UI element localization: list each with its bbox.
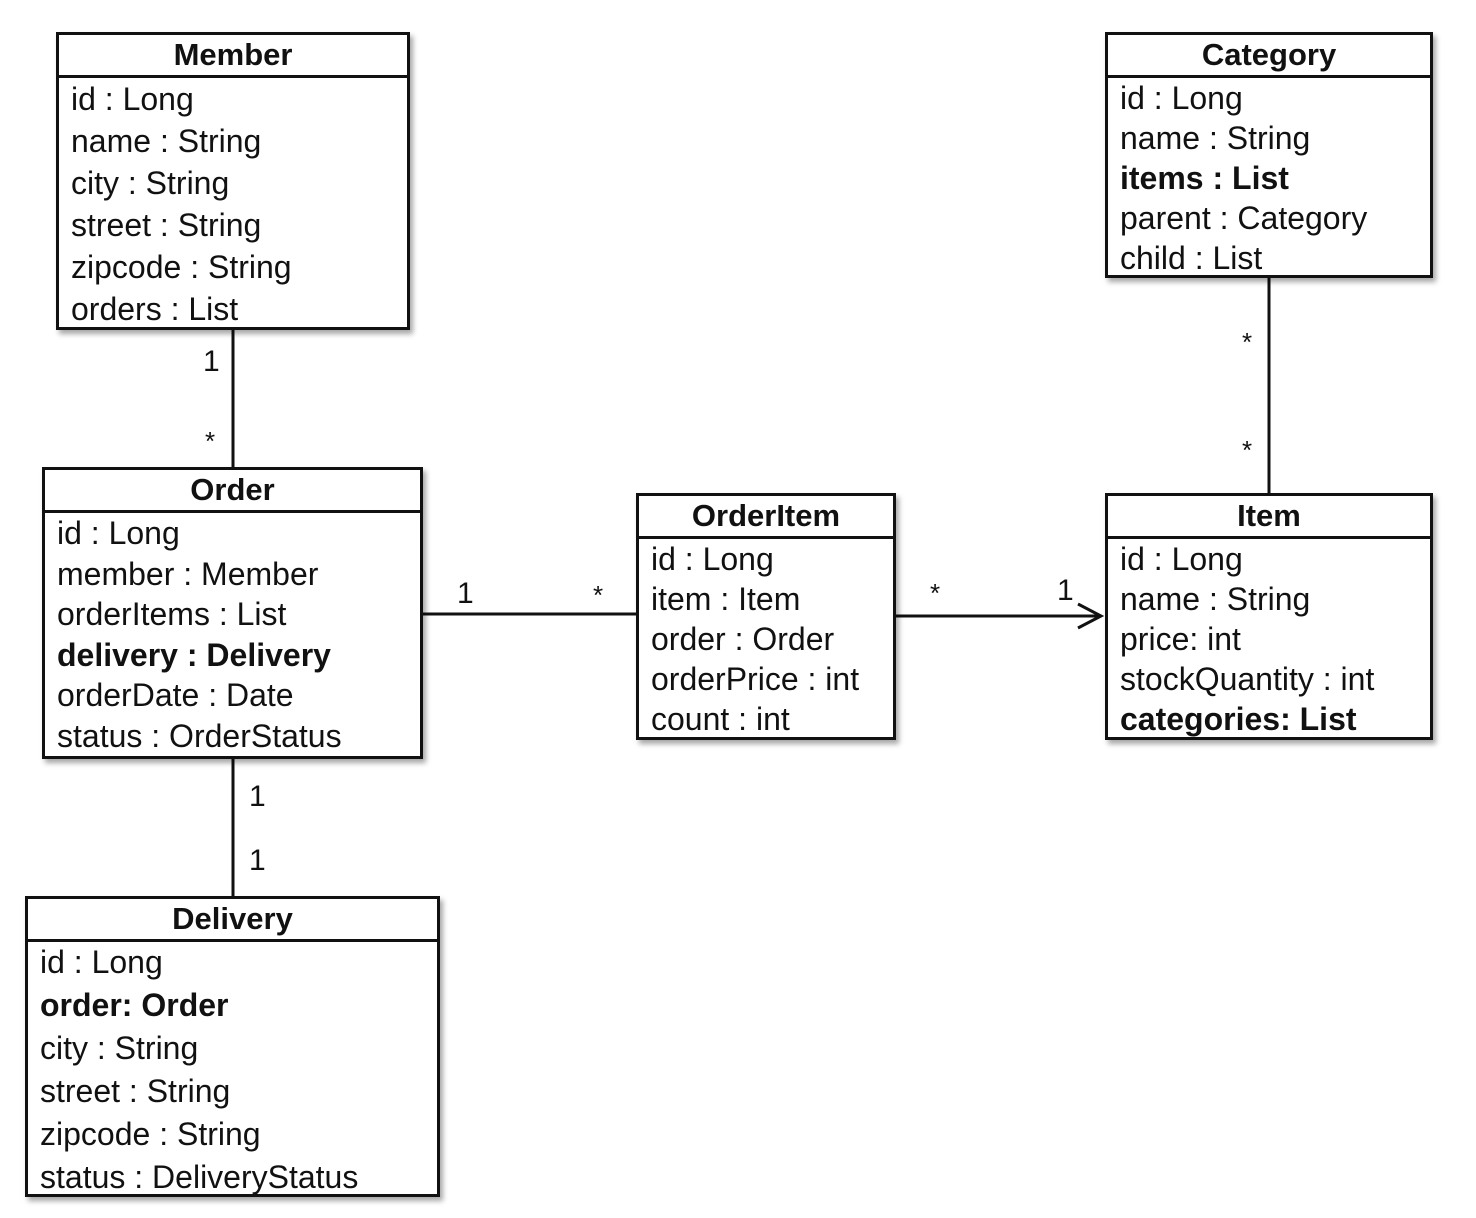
- order-orderitem-orderitem-multiplicity: *: [593, 580, 604, 610]
- attribute: child : List: [1120, 240, 1263, 276]
- attribute: id : Long: [57, 515, 180, 551]
- attribute-list: id : Long order: Order city : String str…: [28, 942, 437, 1204]
- attribute: status : OrderStatus: [57, 717, 342, 754]
- attribute: status : DeliveryStatus: [40, 1159, 359, 1195]
- attribute: zipcode : String: [71, 249, 292, 285]
- attribute: orderDate : Date: [57, 677, 294, 713]
- attribute-list: id : Long member : Member orderItems : L…: [45, 513, 420, 760]
- attribute: stockQuantity : int: [1120, 661, 1375, 697]
- entity-orderitem: OrderItem id : Long item : Item order : …: [636, 493, 896, 740]
- entity-item: Item id : Long name : String price: int …: [1105, 493, 1433, 740]
- attribute-list: id : Long name : String price: int stock…: [1108, 539, 1430, 743]
- attribute-list: id : Long name : String items : List par…: [1108, 78, 1430, 282]
- attribute: name : String: [1120, 120, 1311, 156]
- entity-category: Category id : Long name : String items :…: [1105, 32, 1433, 278]
- entity-delivery: Delivery id : Long order: Order city : S…: [25, 896, 440, 1197]
- order-delivery-order-multiplicity: 1: [249, 780, 266, 813]
- attribute: items : List: [1120, 160, 1289, 196]
- attribute: categories: List: [1120, 701, 1357, 737]
- attribute: order: Order: [40, 987, 229, 1023]
- attribute: city : String: [40, 1030, 199, 1066]
- attribute: count : int: [651, 701, 790, 737]
- attribute: price: int: [1120, 621, 1241, 657]
- category-item-category-multiplicity: *: [1242, 327, 1253, 357]
- attribute: id : Long: [1120, 541, 1243, 577]
- entity-member: Member id : Long name : String city : St…: [56, 32, 410, 330]
- attribute: name : String: [71, 123, 262, 159]
- attribute: id : Long: [40, 944, 163, 980]
- attribute: order : Order: [651, 621, 835, 657]
- entity-title: OrderItem: [639, 496, 893, 539]
- attribute: name : String: [1120, 581, 1311, 617]
- entity-title: Category: [1108, 35, 1430, 78]
- member-order-order-multiplicity: *: [205, 426, 216, 456]
- attribute: orderPrice : int: [651, 661, 860, 697]
- entity-title: Delivery: [28, 899, 437, 942]
- member-order-member-multiplicity: 1: [203, 345, 220, 378]
- orderitem-item-orderitem-multiplicity: *: [930, 578, 941, 608]
- attribute: item : Item: [651, 581, 801, 617]
- entity-title: Item: [1108, 496, 1430, 539]
- attribute: id : Long: [651, 541, 774, 577]
- attribute: zipcode : String: [40, 1116, 261, 1152]
- attribute: member : Member: [57, 555, 319, 592]
- attribute: delivery : Delivery: [57, 636, 331, 673]
- order-orderitem-order-multiplicity: 1: [457, 577, 474, 610]
- attribute: orders : List: [71, 291, 239, 327]
- attribute: street : String: [40, 1073, 231, 1109]
- entity-title: Order: [45, 470, 420, 513]
- attribute-list: id : Long name : String city : String st…: [59, 78, 407, 335]
- attribute: orderItems : List: [57, 596, 287, 632]
- attribute-list: id : Long item : Item order : Order orde…: [639, 539, 893, 743]
- category-item-item-multiplicity: *: [1242, 435, 1253, 465]
- attribute: street : String: [71, 207, 262, 243]
- orderitem-item-item-multiplicity: 1: [1057, 574, 1074, 607]
- attribute: parent : Category: [1120, 200, 1368, 236]
- attribute: id : Long: [1120, 80, 1243, 116]
- attribute: id : Long: [71, 81, 194, 117]
- entity-order: Order id : Long member : Member orderIte…: [42, 467, 423, 759]
- attribute: city : String: [71, 165, 230, 201]
- orderitem-item-arrowhead: [1077, 602, 1105, 630]
- entity-title: Member: [59, 35, 407, 78]
- order-delivery-delivery-multiplicity: 1: [249, 844, 266, 877]
